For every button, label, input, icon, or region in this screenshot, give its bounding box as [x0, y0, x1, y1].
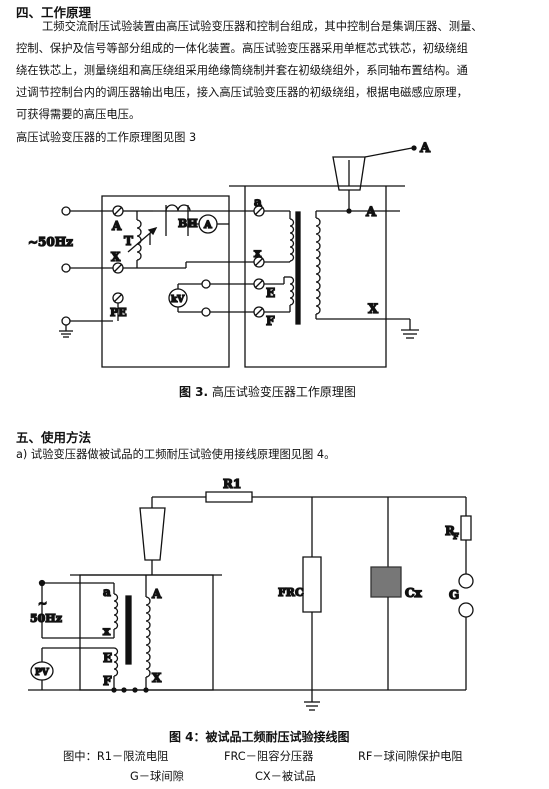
label-G: G	[449, 588, 459, 602]
section5-item-a: a) 试验变压器做被试品的工频耐压试验使用接线原理图见图 4。	[16, 448, 336, 461]
primary-winding	[290, 219, 294, 261]
figure4-diagram: ~ R1 R F 50Hz a A x E F X PV FRC Cx	[0, 476, 549, 725]
panel-terminal-F-socket	[202, 308, 210, 316]
ground-terminal	[62, 317, 70, 325]
label-PE: PE	[110, 306, 127, 319]
test-object-Cx	[371, 567, 401, 597]
section5-heading: 五、使用方法	[16, 430, 92, 445]
high-voltage-winding	[316, 218, 320, 314]
label-E: E	[103, 651, 112, 665]
iron-core	[296, 212, 300, 324]
legend-FRC: FRC－阻容分压器	[224, 750, 314, 763]
figure3-diagram: A ~50Hz A T BH A X kV PE a x E F A X	[27, 140, 432, 373]
legend-RF: RF－球间隙保护电阻	[358, 750, 463, 763]
supply-terminal-2	[62, 264, 70, 272]
figure3-caption-number: 图 3.	[179, 385, 209, 399]
section4-line-2: 控制、保护及信号等部分组成的一体化装置。高压试验变压器采用单框芯式铁芯，初级绕组	[16, 42, 468, 55]
label-a: a	[254, 195, 262, 209]
section4-line-3: 绕在铁芯上，测量绕组和高压绕组采用绝缘筒绕制并套在初级绕组外，系同轴布置结构。通	[16, 64, 468, 77]
figure4-caption: 图 4：被试品工频耐压试验接线图	[169, 730, 350, 744]
label-PV: PV	[35, 668, 50, 678]
current-transformer-BH	[166, 205, 190, 211]
panel-terminal-PE	[113, 293, 123, 303]
bushing-shape	[333, 157, 365, 190]
supply-terminal-1	[62, 207, 70, 215]
tank-terminal-F	[254, 307, 264, 317]
bushing-shape	[140, 508, 165, 560]
label-A: A	[111, 219, 122, 233]
label-X: X	[152, 671, 162, 685]
high-voltage-winding	[146, 597, 150, 677]
section4-heading: 四、工作原理	[16, 5, 92, 20]
label-kV: kV	[171, 295, 185, 305]
label-x: x	[103, 624, 111, 638]
label-RF: R	[445, 524, 456, 538]
label-A-out: A	[419, 141, 431, 156]
hv-output-lead	[365, 148, 412, 157]
regulator-coil	[137, 220, 141, 260]
measuring-winding	[114, 648, 118, 676]
label-supply: 50Hz	[30, 612, 62, 625]
control-panel-box	[102, 196, 229, 367]
section4-line-4: 过调节控制台内的调压器输出电压，接入高压试验变压器的初级绕组，根据电磁感应原理，	[16, 86, 468, 99]
section4-line-1: 工频交流耐压试验装置由高压试验变压器和控制台组成，其中控制台是集调压器、测量、	[42, 20, 483, 33]
tank-terminal-E	[254, 279, 264, 289]
label-R1: R1	[223, 477, 241, 491]
label-E: E	[266, 286, 275, 300]
figure3-reference: 高压试验变压器的工作原理图见图 3	[16, 131, 197, 144]
label-supply: ~50Hz	[28, 235, 73, 249]
resistor-R1	[206, 492, 252, 502]
panel-terminal-E-socket	[202, 280, 210, 288]
legend-CX: CX－被试品	[255, 770, 316, 783]
figure3-caption: 图 3. 高压试验变压器工作原理图	[179, 383, 356, 400]
transformer-tank	[245, 186, 386, 367]
label-X: X	[111, 250, 121, 264]
label-A-hv: A	[365, 205, 377, 220]
measuring-winding	[290, 277, 294, 305]
label-F: F	[266, 314, 275, 328]
label-RF-sub: F	[453, 531, 459, 541]
figure3-caption-text: 高压试验变压器工作原理图	[211, 385, 356, 399]
svg-text:~: ~	[38, 597, 47, 610]
label-x: x	[254, 246, 262, 260]
label-X-hv: X	[368, 302, 379, 317]
terminal-A-out	[412, 146, 416, 150]
label-FRC: FRC	[278, 586, 304, 599]
label-T: T	[124, 234, 133, 248]
label-Cx: Cx	[405, 586, 423, 600]
label-ammeter: A	[203, 220, 212, 231]
label-a: a	[103, 585, 111, 599]
legend-G: G－球间隙	[130, 770, 184, 783]
legend-R1: 图中：R1－限流电阻	[63, 750, 169, 763]
panel-terminal-A	[113, 206, 123, 216]
iron-core	[126, 596, 131, 664]
label-BH: BH	[178, 217, 198, 230]
sphere-gap-top	[459, 574, 473, 588]
panel-terminal-X	[113, 263, 123, 273]
label-F: F	[103, 674, 112, 688]
primary-winding	[114, 594, 118, 629]
section4-line-5: 可获得需要的高压电压。	[16, 108, 141, 121]
resistor-RF	[461, 516, 471, 540]
sphere-gap-bottom	[459, 603, 473, 617]
label-A: A	[151, 587, 162, 601]
divider-FRC	[303, 557, 321, 612]
